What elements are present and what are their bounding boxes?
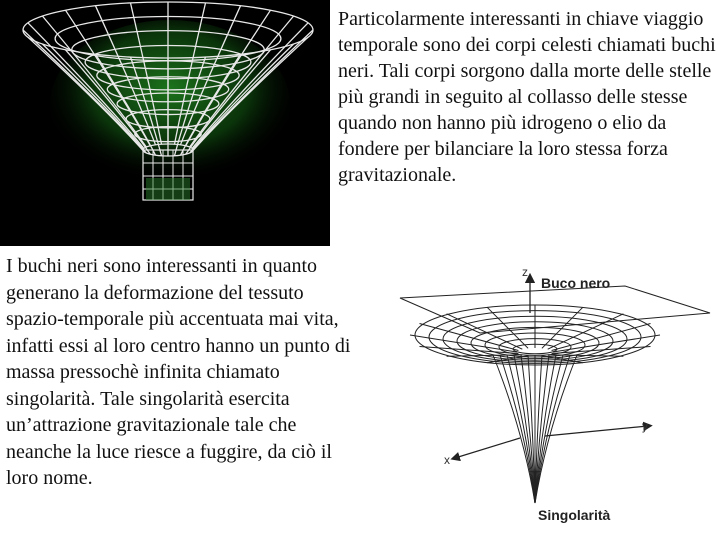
funnel-meridian xyxy=(185,9,272,147)
funnel-meridian xyxy=(94,53,157,156)
funnel-meridian xyxy=(191,22,309,149)
singularity-paragraph: I buchi neri sono interessanti in quanto… xyxy=(6,255,351,489)
sheet-radial-line xyxy=(446,313,523,350)
throat-line xyxy=(513,354,536,504)
funnel-meridian xyxy=(179,53,242,156)
throat-line xyxy=(492,354,536,504)
black-hole-image xyxy=(0,0,330,246)
funnel-meridian xyxy=(22,29,144,151)
sheet-radial-line xyxy=(419,346,519,354)
sheet-radial-line xyxy=(419,323,519,351)
funnel-meridian xyxy=(64,9,151,147)
sheet-radial-line xyxy=(547,313,624,350)
sheet-radial-line xyxy=(541,355,583,364)
black-hole-diagram: z Buco nero y x Singolarità xyxy=(399,265,711,523)
funnel-meridian xyxy=(129,56,163,156)
sheet-radial-line xyxy=(551,346,651,354)
throat-line xyxy=(534,354,578,504)
throat-line xyxy=(527,354,536,504)
funnel-meridian xyxy=(185,49,271,155)
sheet-radial-line xyxy=(551,323,651,351)
singularity-label: Singolarità xyxy=(538,507,611,523)
black-hole-title: Buco nero xyxy=(541,275,610,291)
y-axis-arrow xyxy=(544,421,653,437)
funnel-meridian xyxy=(129,2,163,145)
funnel-meridian xyxy=(191,36,309,153)
x-axis-label: x xyxy=(444,453,450,467)
funnel-meridian xyxy=(94,5,157,146)
funnel-meridian xyxy=(65,49,151,155)
throat-line xyxy=(506,354,536,504)
funnel-meridian xyxy=(189,15,295,148)
z-axis-label: z xyxy=(522,265,528,279)
throat-line xyxy=(520,354,536,504)
sheet-radial-line xyxy=(409,334,518,353)
y-axis-label: y xyxy=(642,419,648,433)
sheet-radial-line xyxy=(487,355,529,364)
sheet-radial-line xyxy=(547,354,624,357)
funnel-meridian xyxy=(41,43,147,154)
funnel-meridian xyxy=(179,5,242,146)
sheet-radial-line xyxy=(446,354,523,357)
x-axis-arrow xyxy=(450,437,521,462)
funnel-meridian xyxy=(41,15,147,148)
funnel-meridian xyxy=(173,2,207,145)
funnel-meridian xyxy=(189,43,295,154)
funnel-meridian xyxy=(173,56,207,156)
intro-paragraph: Particolarmente interessanti in chiave v… xyxy=(338,8,716,186)
sheet-radial-line xyxy=(552,334,661,353)
sheet-radial-line xyxy=(486,306,529,349)
throat-line xyxy=(499,354,536,504)
funnel-meridian xyxy=(27,22,145,149)
sheet-outline xyxy=(399,285,711,334)
sheet-radial-line xyxy=(541,306,584,349)
